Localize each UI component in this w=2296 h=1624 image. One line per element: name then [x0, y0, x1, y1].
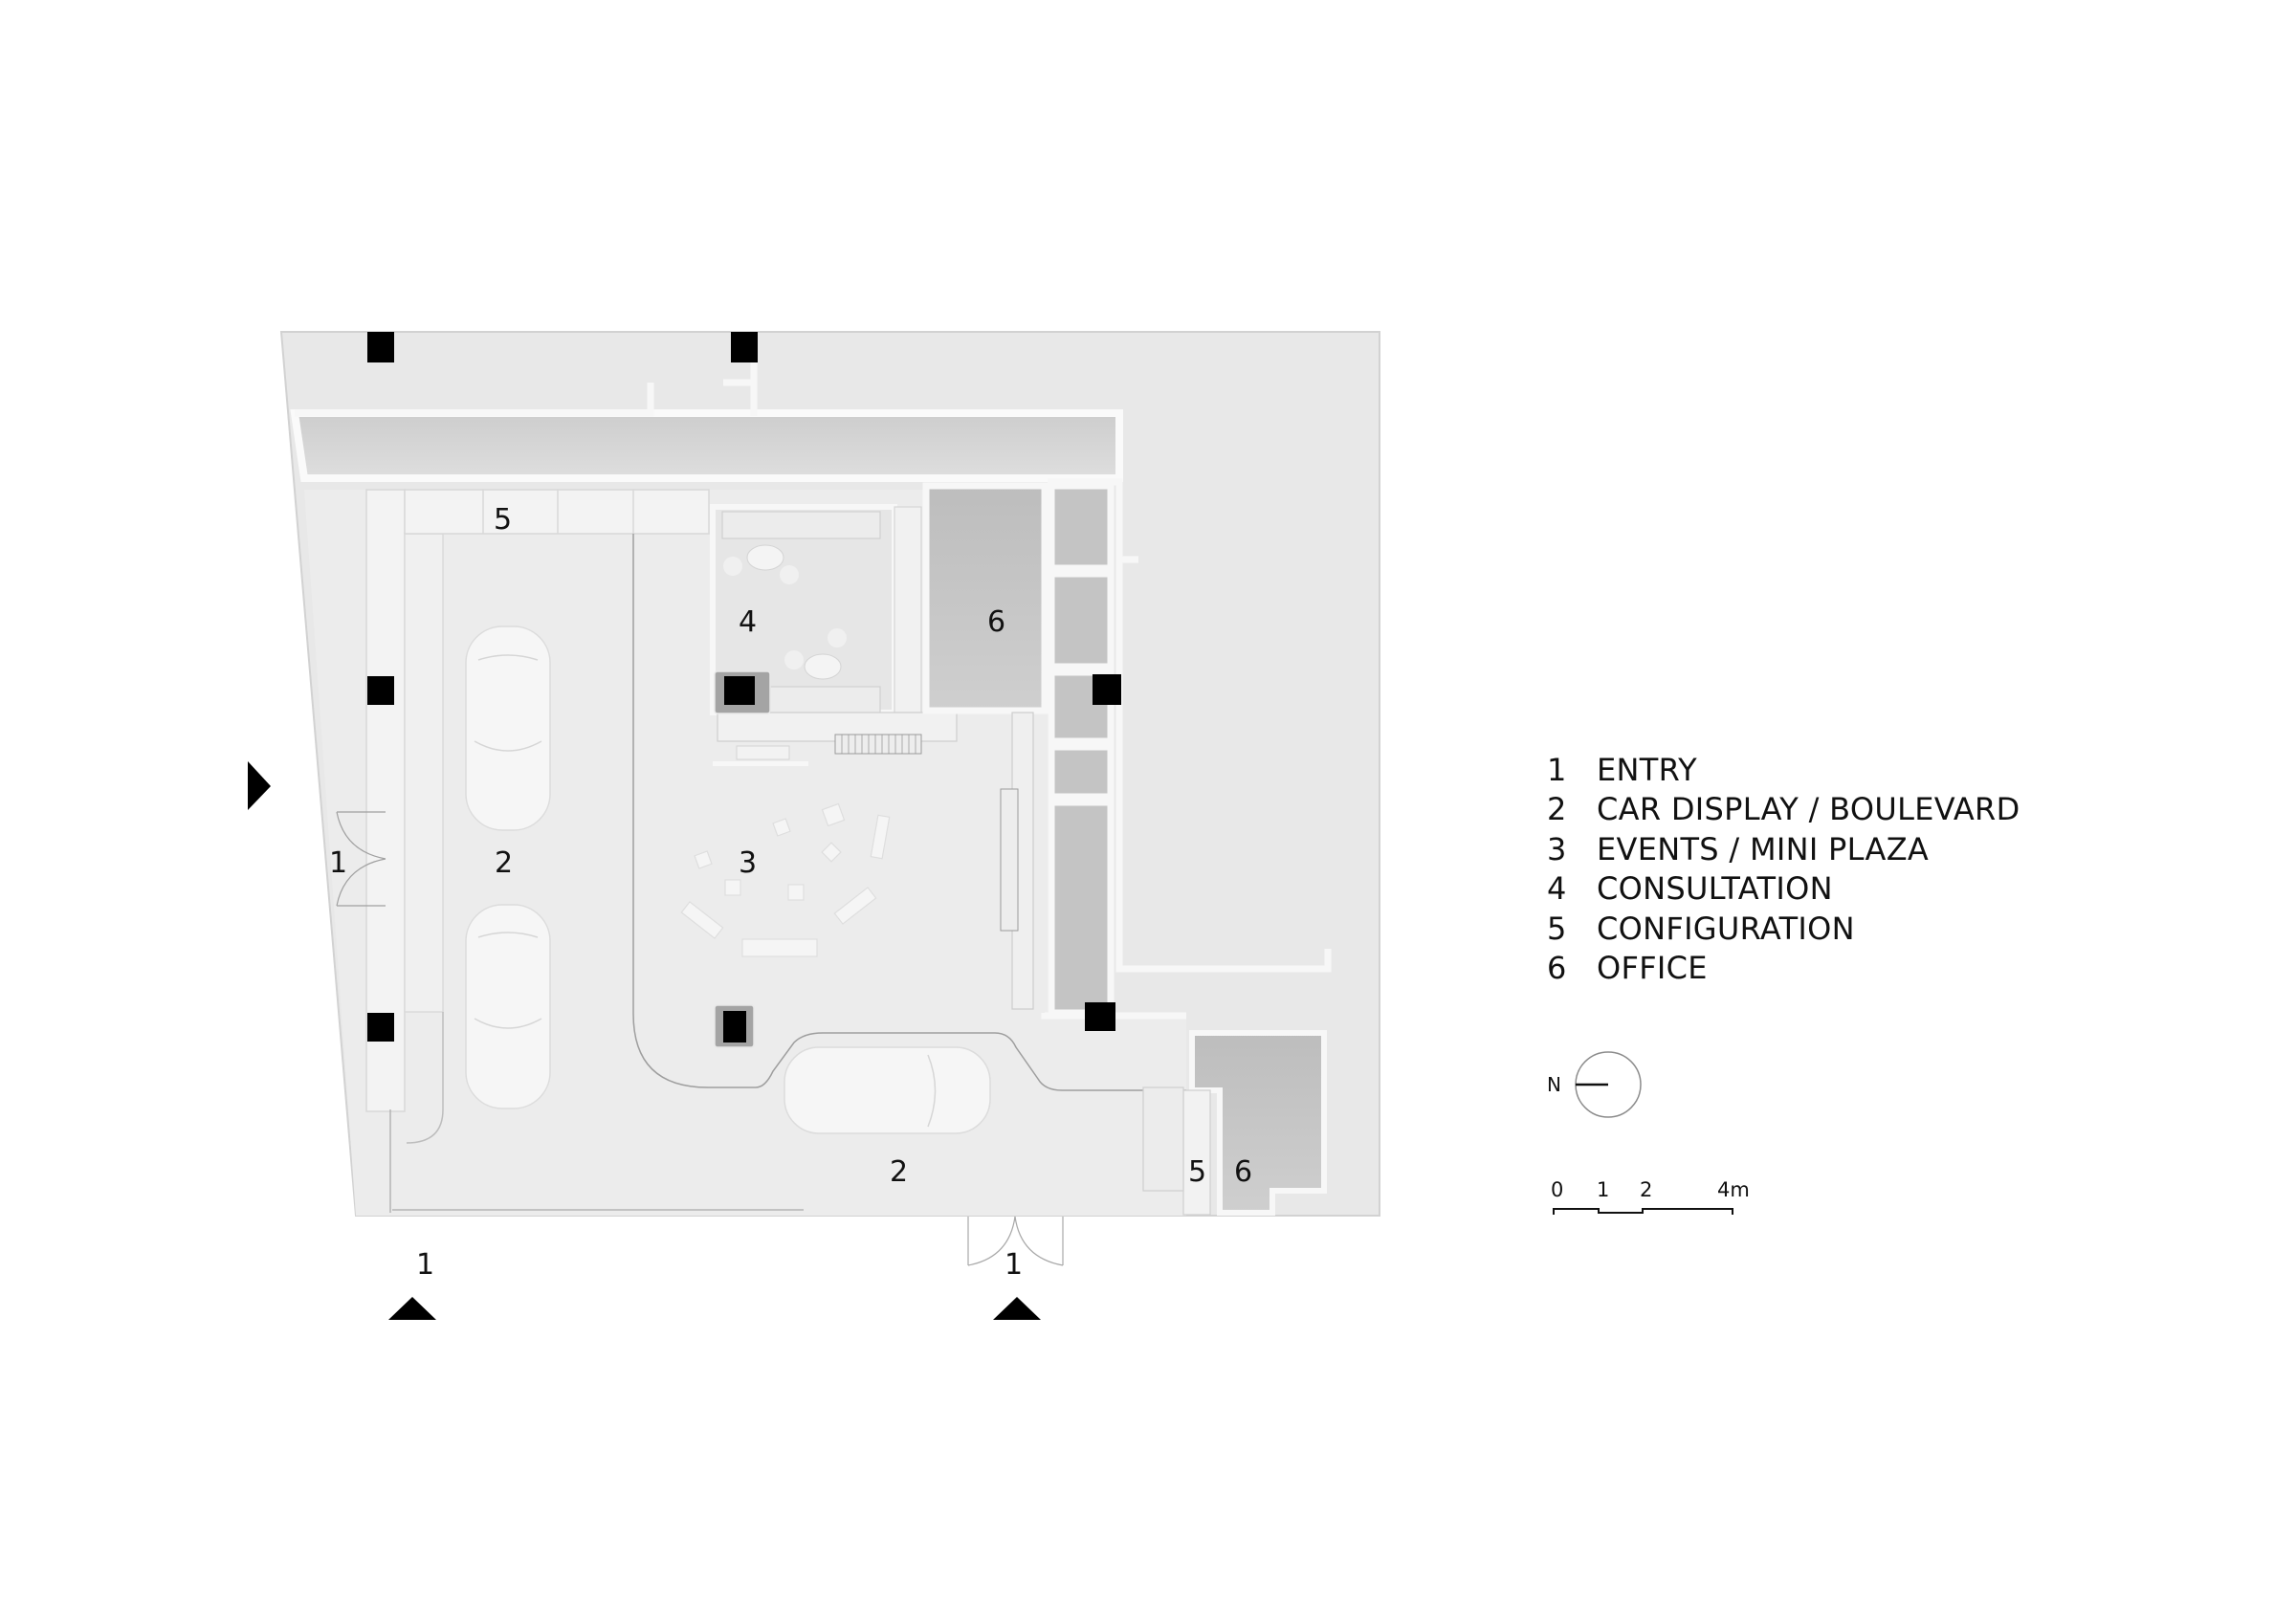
label-events: 3 — [739, 846, 757, 880]
boulevard-edge — [632, 534, 1186, 1091]
label-configuration-north: 5 — [494, 503, 512, 537]
legend-item-label: EVENTS / MINI PLAZA — [1597, 830, 1930, 867]
car-west-1 — [465, 625, 551, 831]
stair-steps — [834, 734, 922, 755]
entry-arrow-west-icon — [248, 761, 271, 810]
car-west-2 — [465, 904, 551, 1109]
structural-columns — [367, 332, 1121, 1042]
scale-tick: 0 — [1551, 1178, 1564, 1201]
office-north — [922, 482, 1049, 714]
storage-cells — [1048, 482, 1115, 1017]
label-consultation: 4 — [739, 605, 757, 639]
scale-tick: 4m — [1717, 1178, 1750, 1201]
label-configuration-south: 5 — [1188, 1155, 1206, 1189]
entry-arrow-south-right-icon — [993, 1297, 1041, 1320]
plaza-furniture — [680, 802, 891, 957]
entry-door-south[interactable] — [967, 1216, 1064, 1266]
entry-door-west[interactable] — [336, 811, 386, 907]
north-label: N — [1547, 1073, 1561, 1096]
west-boulevard-edge — [406, 1012, 444, 1144]
legend-item-label: CAR DISPLAY / BOULEVARD — [1597, 791, 2020, 828]
legend-item-label: CONSULTATION — [1597, 870, 1833, 908]
car-south — [784, 1046, 991, 1134]
legend-item-label: OFFICE — [1597, 950, 1708, 987]
configuration-counter — [404, 489, 710, 535]
north-corridor — [290, 409, 1123, 482]
scale-bar-line-icon — [1553, 1208, 1733, 1215]
label-car-display-south: 2 — [890, 1155, 908, 1189]
scale-tick: 2 — [1640, 1178, 1653, 1201]
west-counter — [404, 533, 444, 1013]
label-car-display-west: 2 — [495, 846, 513, 880]
legend-item-label: CONFIGURATION — [1597, 910, 1855, 947]
label-office-south: 6 — [1234, 1155, 1252, 1189]
east-stair — [1000, 788, 1019, 932]
label-entry-west: 1 — [329, 846, 347, 880]
east-wall — [1048, 478, 1332, 973]
configuration-south — [1182, 1089, 1211, 1216]
label-entry-south-right: 1 — [1004, 1248, 1023, 1282]
label-entry-south-left: 1 — [416, 1248, 434, 1282]
scale-bar: 0 1 2 4m — [1547, 1178, 1757, 1226]
scale-tick: 1 — [1597, 1178, 1610, 1201]
legend-item-label: ENTRY — [1597, 751, 1697, 788]
entry-arrow-south-left-icon — [388, 1297, 436, 1320]
label-office-north: 6 — [987, 605, 1005, 639]
garden-wall — [295, 383, 654, 417]
north-arrow: N — [1547, 1051, 1662, 1118]
